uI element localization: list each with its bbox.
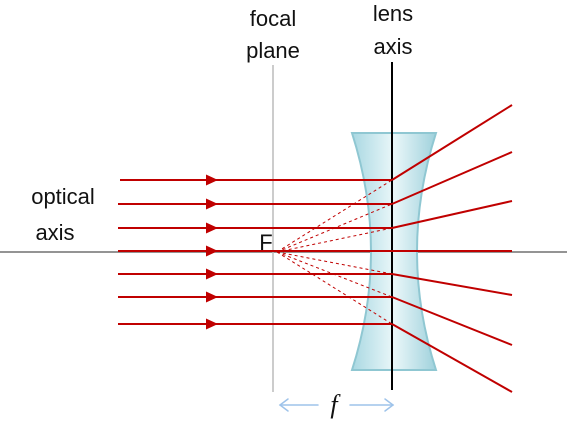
lens-axis-label-line1: lens: [373, 1, 413, 26]
focal-length-arrowhead-left: [278, 398, 289, 412]
optical-axis-label-line2: axis: [35, 220, 74, 245]
refracted-ray-1: [391, 104, 513, 181]
virtual-ray-7: [276, 251, 393, 325]
ray-arrowhead-4: [206, 245, 218, 257]
virtual-ray-1: [276, 179, 393, 253]
refracted-ray-7: [391, 323, 513, 393]
ray-arrowhead-5: [206, 268, 218, 280]
ray-arrowhead-3: [206, 222, 218, 234]
focal-point-label: F: [259, 230, 272, 255]
virtual-ray-3: [276, 227, 393, 253]
refracted-rays: [391, 104, 513, 393]
incoming-rays: [118, 179, 392, 325]
refracted-ray-3: [391, 200, 513, 229]
refracted-ray-6: [391, 296, 513, 346]
ray-arrowhead-7: [206, 318, 218, 330]
refracted-ray-2: [391, 151, 513, 205]
focal-plane-label-line2: plane: [246, 38, 300, 63]
lens-axis-label-line2: axis: [373, 34, 412, 59]
refracted-ray-5: [391, 273, 513, 296]
ray-arrowheads: [206, 174, 218, 330]
focal-length-arrowhead-right: [384, 398, 395, 412]
optical-axis-label-line1: optical: [31, 184, 95, 209]
ray-arrowhead-6: [206, 291, 218, 303]
ray-arrowhead-1: [206, 174, 218, 186]
virtual-ray-5: [276, 251, 393, 275]
focal-length-label: f: [330, 390, 341, 419]
ray-arrowhead-2: [206, 198, 218, 210]
focal-length-arrows: [278, 398, 395, 412]
focal-plane-label-line1: focal: [250, 6, 296, 31]
